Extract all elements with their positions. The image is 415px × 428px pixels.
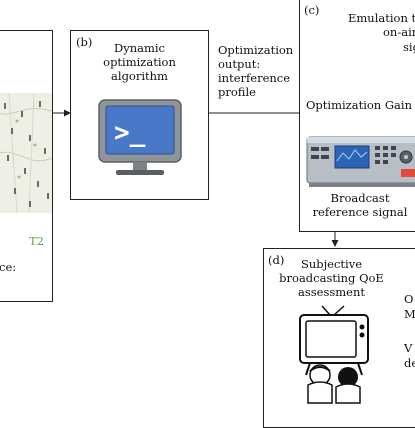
panel-b-title-1: Dynamic <box>113 41 165 55</box>
terminal-monitor-icon: >_ <box>98 99 182 175</box>
panel-a: T2 ce: <box>0 30 53 302</box>
panel-c-title-2: on-air <box>383 25 415 39</box>
right-cut-text-1a: O <box>404 292 414 306</box>
device-caption-2: reference signal <box>312 205 408 219</box>
panel-d-title-3: assessment <box>297 285 365 299</box>
optimization-output-2: output: <box>218 57 261 71</box>
panel-d-title-1: Subjective <box>300 257 363 271</box>
signal-generator-icon <box>306 136 415 187</box>
device-caption-1: Broadcast <box>330 191 390 205</box>
optimization-gain-label: Optimization Gain <box>306 98 412 112</box>
right-cut-text-1b: M <box>404 307 415 321</box>
panel-d: (d) Subjective broadcasting QoE assessme… <box>263 248 415 428</box>
panel-d-label: (d) <box>268 253 285 267</box>
panel-c: (c) Emulation tes on-air sig Optimizatio… <box>299 0 415 232</box>
panel-c-title-1: Emulation tes <box>348 11 415 25</box>
optimization-output-4: profile <box>218 85 256 99</box>
optimization-output-1: Optimization <box>218 43 294 57</box>
optimization-output-3: interference <box>218 71 291 85</box>
panel-b-title-2: optimization <box>103 55 176 69</box>
right-cut-text-2a: V <box>404 341 413 355</box>
right-cut-text-2b: de <box>404 356 415 370</box>
panel-b-label: (b) <box>76 35 93 49</box>
panel-b: (b) Dynamic optimization algorithm >_ <box>70 30 209 200</box>
panel-c-title-3: sig <box>403 40 415 54</box>
panel-a-text: ce: <box>0 260 17 274</box>
panel-d-title-2: broadcasting QoE <box>279 271 384 285</box>
svg-text:>_: >_ <box>114 118 146 148</box>
panel-c-label: (c) <box>304 3 320 17</box>
tv-viewers-icon <box>299 305 369 404</box>
panel-b-title-3: algorithm <box>111 69 168 83</box>
t2-label: T2 <box>29 234 44 248</box>
coverage-map-icon <box>0 93 52 213</box>
